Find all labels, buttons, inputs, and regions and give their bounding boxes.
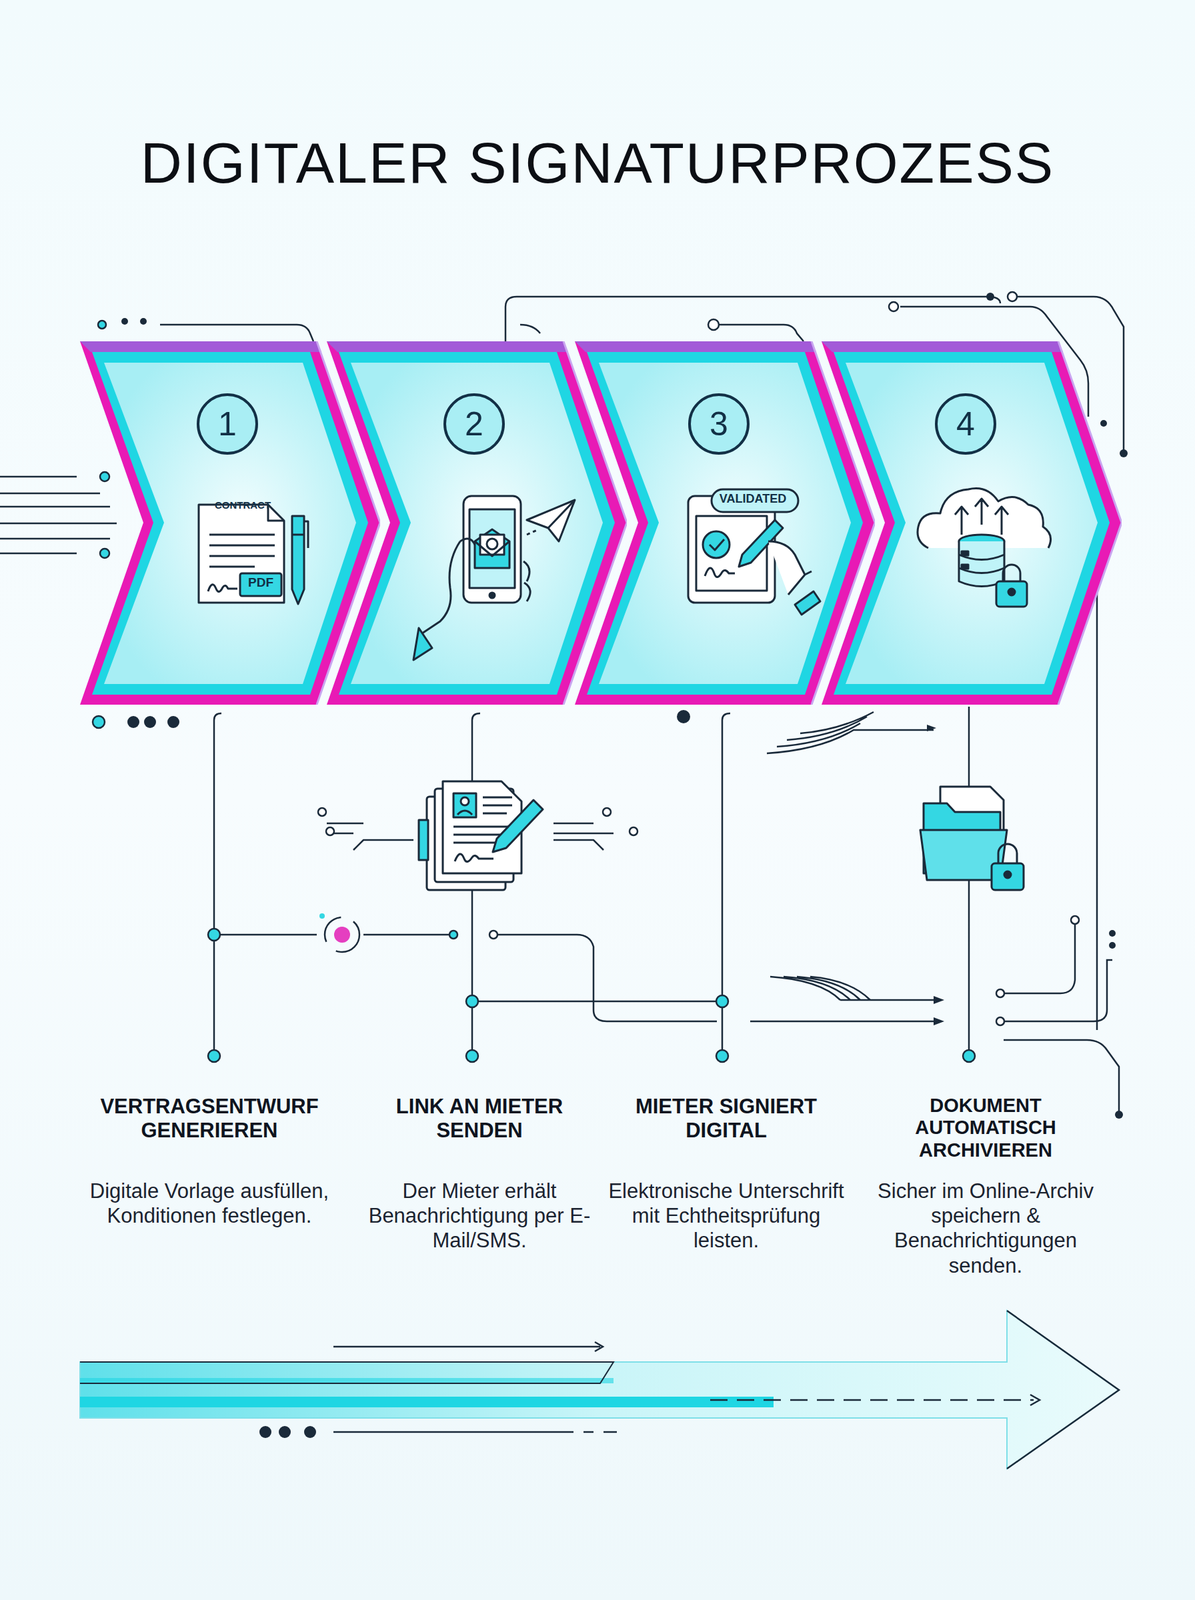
step-heading: VERTRAGSENTWURF GENERIEREN	[86, 1094, 333, 1143]
process-chevron: 3	[574, 341, 875, 705]
process-chevron: 1	[80, 341, 381, 705]
step-heading: DOKUMENT AUTOMATISCH ARCHIVIEREN	[875, 1094, 1096, 1162]
icon-label: VALIDATED	[719, 492, 787, 507]
step-description: Digitale Vorlage ausfüllen, Konditionen …	[86, 1178, 333, 1229]
step-number: 3	[688, 393, 750, 455]
step-number: 4	[934, 393, 997, 455]
process-chevron: 2	[326, 341, 627, 705]
step-description: Elektronische Unterschrift mit Echtheits…	[602, 1178, 850, 1254]
icon-label: PDF	[248, 575, 274, 591]
step-heading: MIETER SIGNIERT DIGITAL	[602, 1094, 850, 1143]
step-description: Sicher im Online-Archiv speichern & Bena…	[862, 1178, 1109, 1279]
process-chevron: 4	[821, 341, 1122, 705]
title: DIGITALER SIGNATURPROZESS	[0, 130, 1195, 197]
icon-label: CONTRACT	[214, 499, 271, 511]
step-number: 2	[443, 393, 505, 455]
step-number: 1	[196, 393, 259, 455]
step-heading: LINK AN MIETER SENDEN	[356, 1094, 603, 1143]
step-description: Der Mieter erhält Benachrichtigung per E…	[356, 1178, 603, 1254]
